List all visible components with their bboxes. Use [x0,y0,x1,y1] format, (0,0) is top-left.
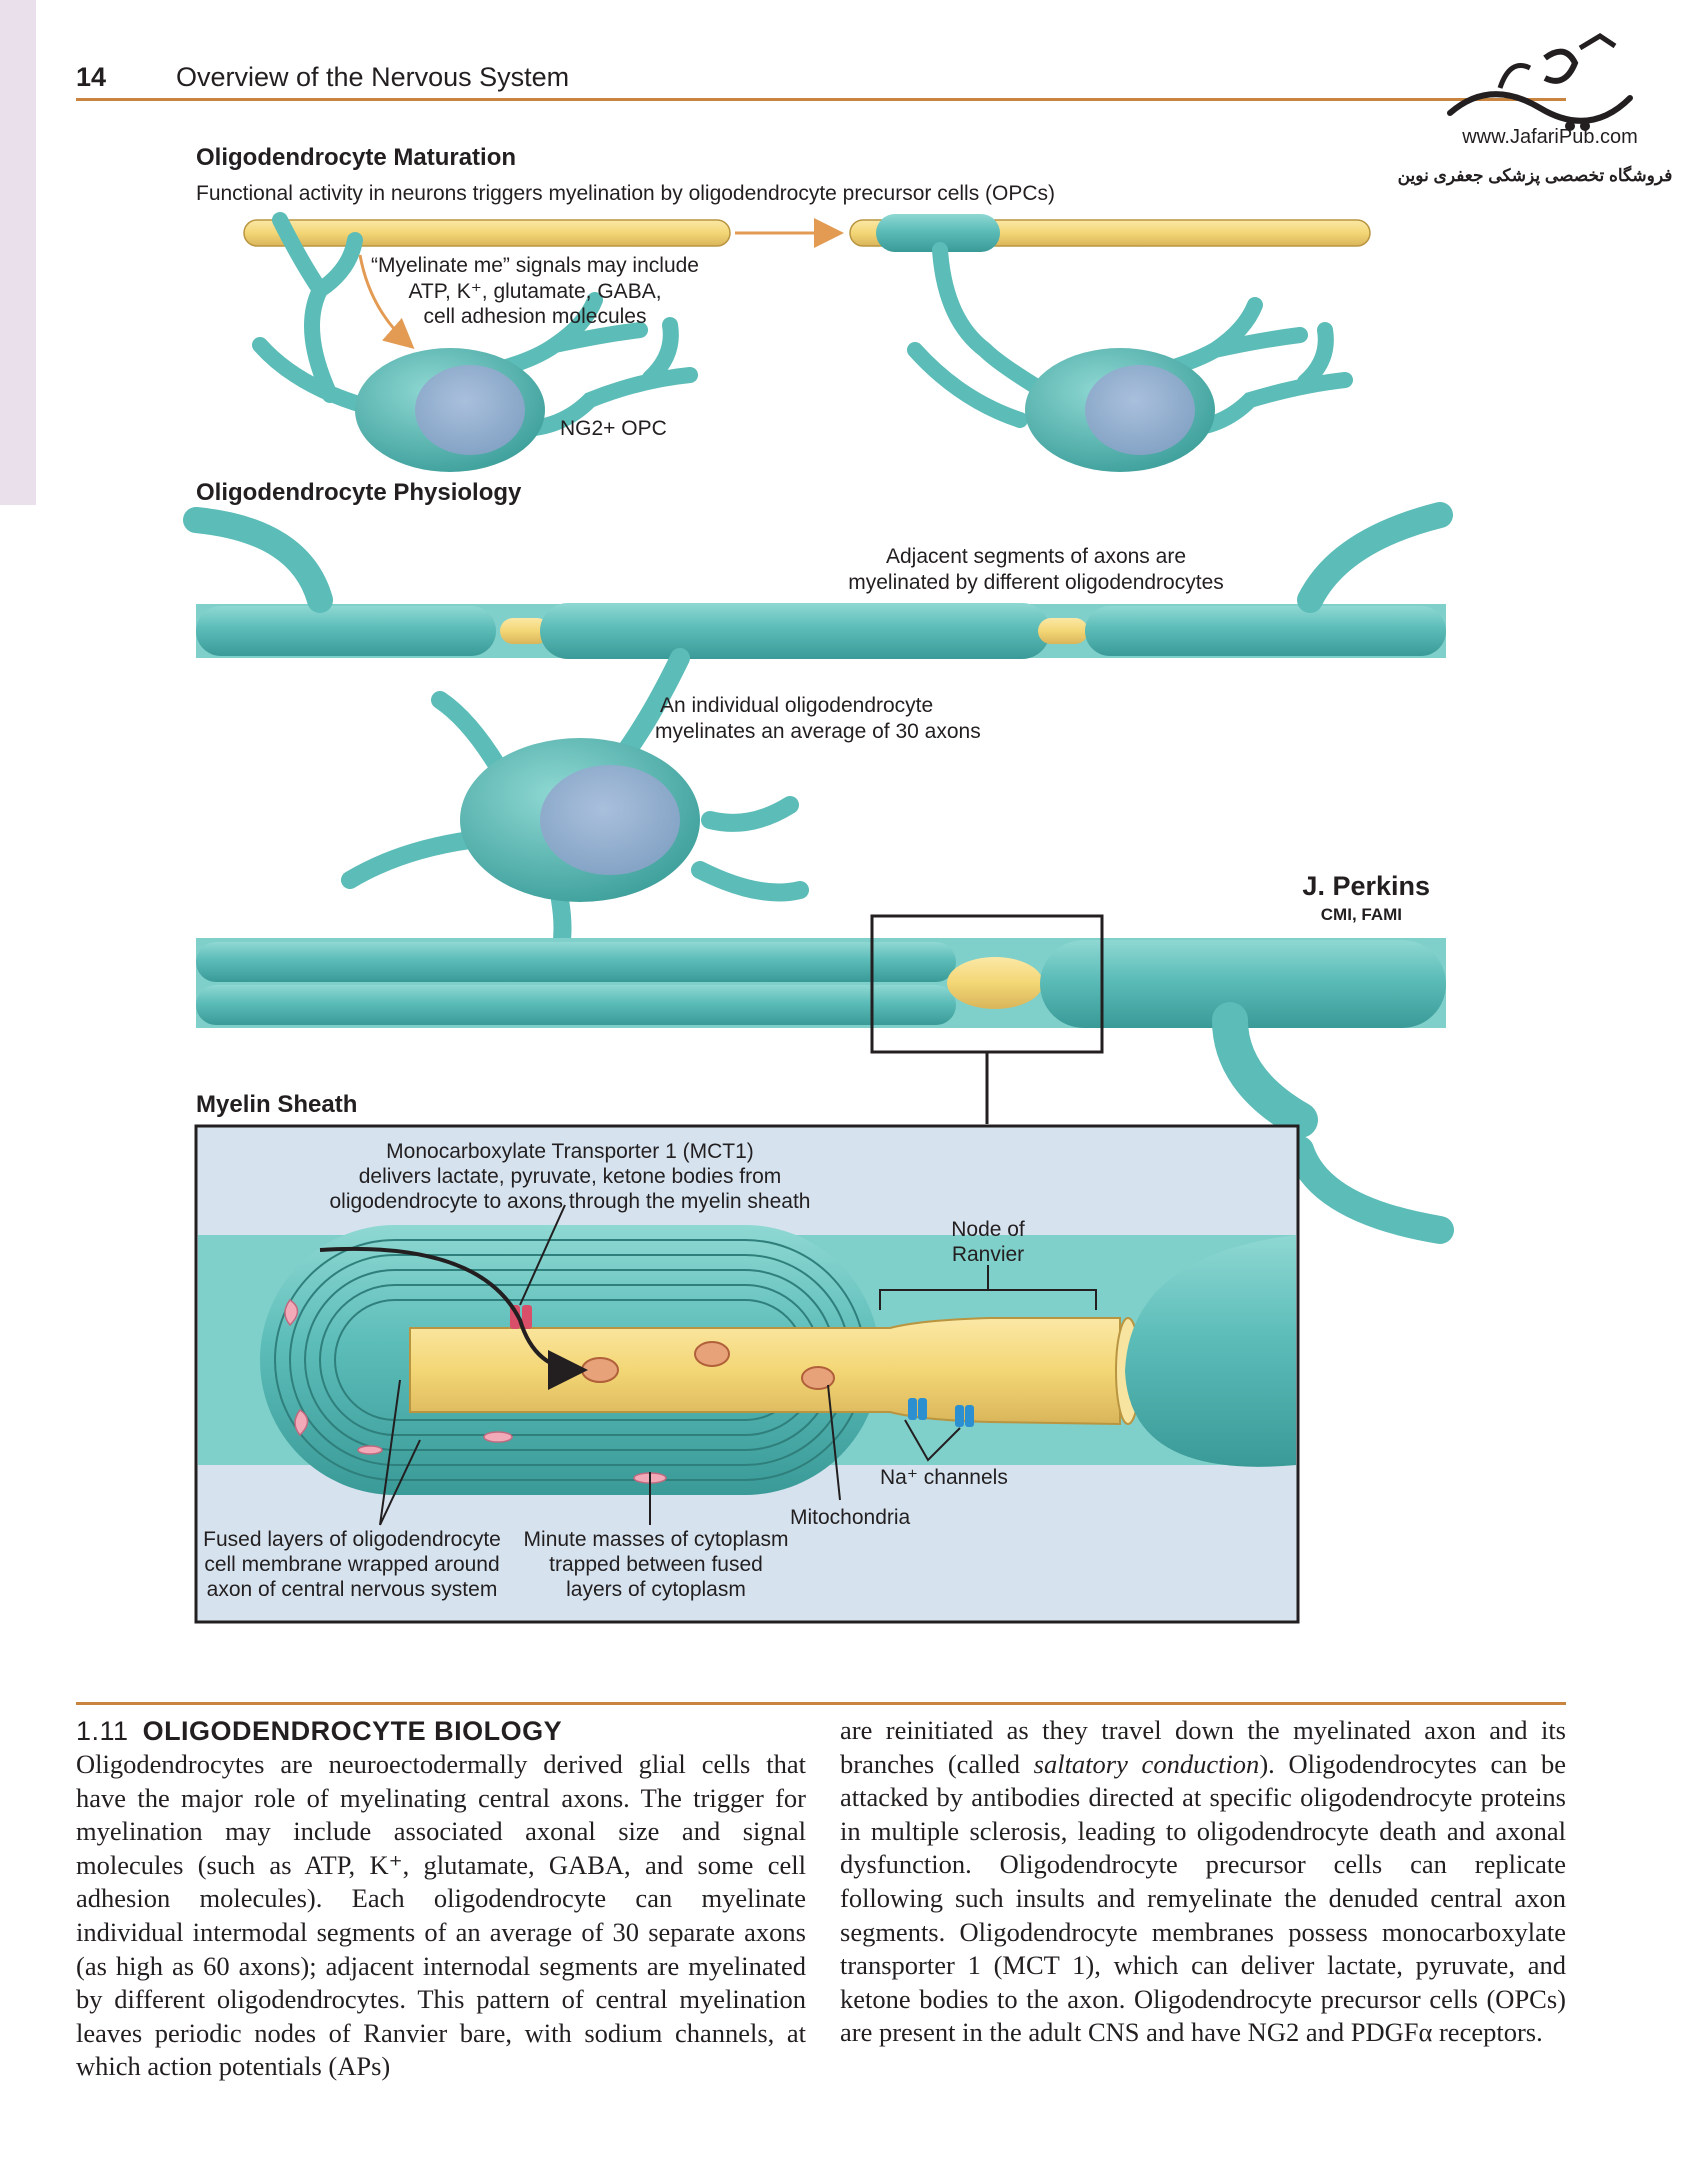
mitochondria-label: Mitochondria [790,1506,911,1529]
mitochondrion-icon [581,1341,835,1390]
maturation-subtitle: Functional activity in neurons triggers … [196,182,1055,205]
na-channels-label: Na⁺ channels [880,1466,1008,1489]
node-line2: Ranvier [952,1243,1024,1266]
artist-signature: J. Perkins [1302,871,1430,901]
page-number: 14 [76,62,107,92]
logo-url: www.JafariPub.com [1462,126,1638,148]
body-paragraph-right: are reinitiated as they travel down the … [840,1714,1566,2050]
node-line1: Node of [951,1218,1025,1241]
signals-line3: cell adhesion molecules [424,305,647,328]
body-column-left: Oligodendrocytes are neuroectodermally d… [76,1748,806,2084]
mct-line3: oligodendrocyte to axons through the mye… [330,1190,811,1213]
section-rule [76,1702,1566,1705]
opc-right [849,214,1371,472]
header-rule [76,98,1566,101]
saltatory-conduction-term: saltatory conduction [1033,1748,1260,1779]
sidebar-tab [0,0,36,505]
fused-line1: Fused layers of oligodendrocyte [203,1528,501,1551]
individual-line1: An individual oligodendrocyte [660,694,933,717]
body-column-right: are reinitiated as they travel down the … [840,1714,1566,2050]
sheath-title: Myelin Sheath [196,1091,357,1118]
physiology-oligodendrocyte [341,648,809,1019]
physiology-title: Oligodendrocyte Physiology [196,479,522,506]
signals-line1: “Myelinate me” signals may include [371,254,699,277]
mct-line2: delivers lactate, pyruvate, ketone bodie… [359,1165,782,1188]
myelin-sheath-panel [194,1124,1300,1624]
opc-left [243,212,731,472]
section-heading: 1.11 OLIGODENDROCYTE BIOLOGY [76,1716,562,1747]
fused-line2: cell membrane wrapped around [204,1553,499,1576]
opc-label: NG2+ OPC [560,417,667,440]
minute-line1: Minute masses of cytoplasm [524,1528,789,1551]
maturation-title: Oligodendrocyte Maturation [196,144,516,171]
artist-credentials: CMI, FAMI [1321,905,1402,924]
curved-arrow-icon [358,254,415,349]
logo-tagline: فروشگاه تخصصی پزشکی جعفری نوین [1397,166,1673,185]
oligodendrocyte-figure: Oligodendrocyte Maturation Functional ac… [183,144,1454,1624]
mct1-transporter-icon [510,1305,532,1329]
na-channel-icon [908,1398,974,1427]
physiology-axon-bottom [196,914,1454,1244]
individual-line2: myelinates an average of 30 axons [655,720,981,743]
mct-line1: Monocarboxylate Transporter 1 (MCT1) [386,1140,754,1163]
section-number: 1.11 [76,1716,129,1746]
body-text-right-1: are reinitiated as they travel down the … [840,1715,1566,1779]
physiology-axon-top [183,502,1453,659]
body-text-right-2: ). Oligodendrocytes can be attacked by a… [840,1748,1567,2048]
minute-line3: layers of cytoplasm [566,1578,746,1601]
logo-mark-icon [1447,33,1633,131]
fused-line3: axon of central nervous system [207,1578,498,1601]
section-title: OLIGODENDROCYTE BIOLOGY [142,1716,563,1746]
running-title: Overview of the Nervous System [176,62,570,92]
minute-line2: trapped between fused [549,1553,763,1576]
body-paragraph-left: Oligodendrocytes are neuroectodermally d… [76,1749,806,2082]
signals-line2: ATP, K⁺, glutamate, GABA, [408,280,661,303]
adjacent-line1: Adjacent segments of axons are [886,545,1186,568]
adjacent-line2: myelinated by different oligodendrocytes [848,571,1224,594]
